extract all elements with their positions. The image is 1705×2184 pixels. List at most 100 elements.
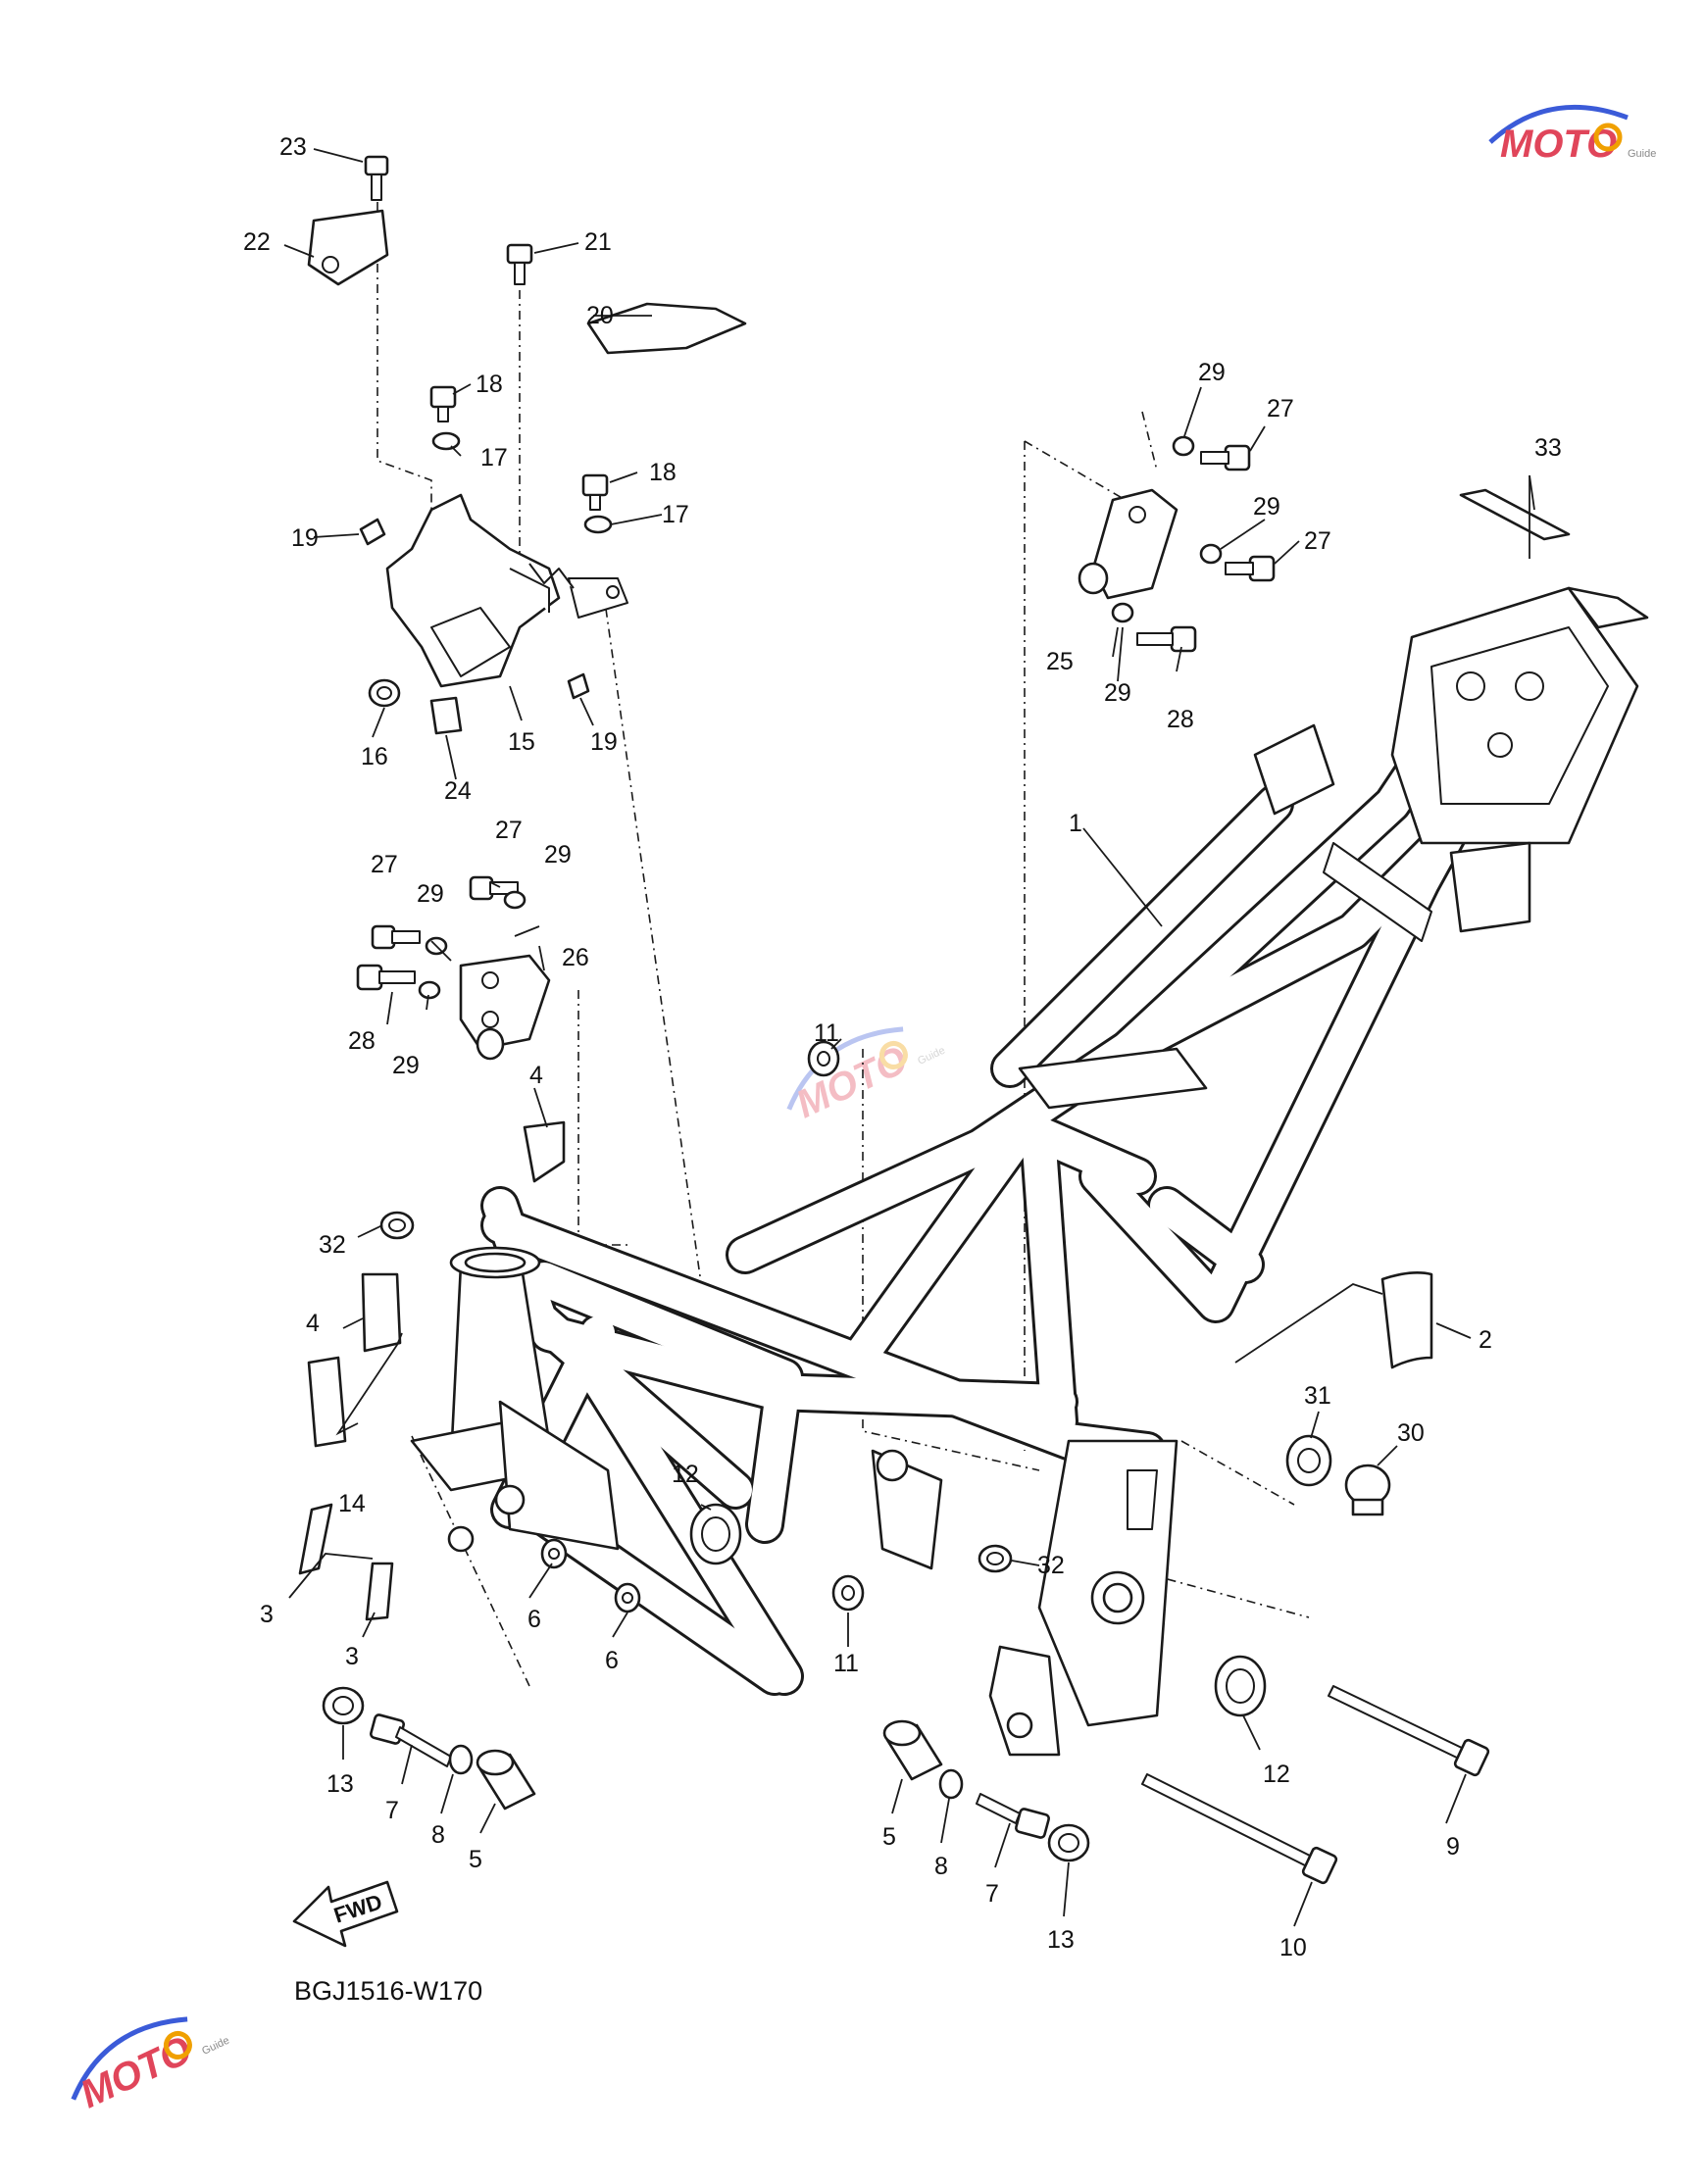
callout-29d: 29: [544, 841, 572, 869]
bolt-23: [364, 155, 389, 201]
cap-30: [1344, 1464, 1391, 1516]
callout-33: 33: [1534, 434, 1562, 462]
callout-29a: 29: [1198, 359, 1226, 386]
svg-text:MOTO: MOTO: [74, 2028, 198, 2116]
callout-28a: 28: [1167, 706, 1194, 733]
bolt-27a: [1200, 444, 1251, 472]
callout-3a: 3: [260, 1601, 274, 1628]
diagram-code: BGJ1516-W170: [294, 1976, 482, 2006]
cross-member: [1018, 842, 1432, 1110]
callout-23: 23: [279, 133, 307, 161]
callout-15: 15: [508, 728, 535, 756]
callout-24: 24: [444, 777, 472, 805]
svg-text:MOTO: MOTO: [789, 1038, 914, 1126]
callout-32b: 32: [1037, 1552, 1065, 1579]
callout-5b: 5: [882, 1823, 896, 1851]
leader-lines: [283, 148, 1535, 1927]
callout-6a: 6: [527, 1606, 541, 1633]
callout-30: 30: [1397, 1419, 1425, 1447]
label-4b: [361, 1272, 402, 1353]
bolt-10: [1141, 1773, 1338, 1885]
callout-19a: 19: [291, 524, 319, 552]
callout-17b: 17: [662, 501, 689, 528]
washer-8a: [448, 1744, 474, 1775]
fwd-arrow-icon: FWD: [292, 1880, 399, 1948]
nut-6a: [540, 1538, 568, 1569]
callout-12a: 12: [672, 1461, 699, 1488]
callout-14: 14: [338, 1490, 366, 1517]
washer-17a: [431, 431, 461, 451]
callout-8a: 8: [431, 1821, 445, 1849]
bushing-12a: [689, 1503, 742, 1565]
callout-4a: 4: [529, 1062, 543, 1089]
engine-hanger-plate-front: [447, 1400, 620, 1553]
spacer-5b: [882, 1719, 943, 1781]
label-33: [1459, 488, 1571, 541]
callout-29c: 29: [1104, 679, 1131, 707]
callout-4b: 4: [306, 1310, 320, 1337]
main-frame: [410, 586, 1649, 1757]
bracket-assembly-15: [385, 493, 628, 688]
nut-6b: [614, 1582, 641, 1613]
bolt-9: [1328, 1685, 1490, 1777]
engine-mount-plate-rear: [871, 1449, 1061, 1757]
washer-8b: [938, 1768, 964, 1800]
callout-20: 20: [586, 302, 614, 329]
callout-16: 16: [361, 743, 388, 770]
bolt-7b: [976, 1793, 1050, 1839]
callout-11b: 11: [833, 1650, 859, 1677]
callout-27d: 27: [371, 851, 398, 878]
label-14: [307, 1356, 347, 1448]
callout-29b: 29: [1253, 493, 1280, 521]
label-3a: [298, 1503, 333, 1575]
clip-19a: [359, 518, 386, 546]
clip-24: [429, 696, 463, 735]
callout-3b: 3: [345, 1643, 359, 1670]
callout-1: 1: [1069, 810, 1082, 837]
callout-7a: 7: [385, 1797, 399, 1824]
callout-27b: 27: [1304, 527, 1331, 555]
bolt-27b: [1225, 555, 1276, 582]
callout-13a: 13: [326, 1770, 354, 1798]
cap-13a: [322, 1686, 365, 1725]
callout-25: 25: [1046, 648, 1074, 675]
spacer-5a: [476, 1749, 536, 1811]
bolt-18b: [581, 473, 609, 511]
washer-11a: [807, 1040, 840, 1077]
washer-29b: [1199, 543, 1223, 565]
washer-17b: [583, 515, 613, 534]
callouts: 23 22 21 20 18 17 18 17 19 16 15 19 24 2…: [243, 133, 1562, 1961]
callout-10: 10: [1279, 1934, 1307, 1961]
watermark-logo-bottom-left: MOTO Guide: [71, 2016, 231, 2116]
callout-7b: 7: [985, 1880, 999, 1908]
bolt-7a: [370, 1713, 452, 1767]
bushing-12b: [1214, 1655, 1267, 1717]
bolt-18a: [429, 385, 457, 422]
washer-11b: [831, 1574, 865, 1612]
bracket-26: [459, 954, 551, 1061]
bolt-28a: [1136, 625, 1197, 653]
callout-19b: 19: [590, 728, 618, 756]
bracket-22: [307, 209, 389, 286]
callout-32a: 32: [319, 1231, 346, 1259]
pivot-plate: [1037, 1439, 1178, 1727]
cap-13b: [1047, 1823, 1090, 1862]
bolt-27d: [371, 924, 421, 950]
callout-13b: 13: [1047, 1926, 1075, 1954]
callout-27c: 27: [495, 817, 523, 844]
label-4a: [523, 1120, 566, 1183]
callout-29f: 29: [392, 1052, 420, 1079]
callout-11a: 11: [814, 1019, 839, 1047]
washer-29a: [1172, 435, 1195, 457]
callout-21: 21: [584, 228, 612, 256]
grommet-32b: [978, 1544, 1013, 1573]
callout-27a: 27: [1267, 395, 1294, 422]
callout-18b: 18: [649, 459, 677, 486]
washer-29f: [418, 980, 441, 1000]
callout-12b: 12: [1263, 1761, 1290, 1788]
callout-22: 22: [243, 228, 271, 256]
callout-26: 26: [562, 944, 589, 971]
label-3b: [365, 1562, 394, 1621]
svg-text:Guide: Guide: [200, 2035, 231, 2058]
callout-28b: 28: [348, 1027, 376, 1055]
